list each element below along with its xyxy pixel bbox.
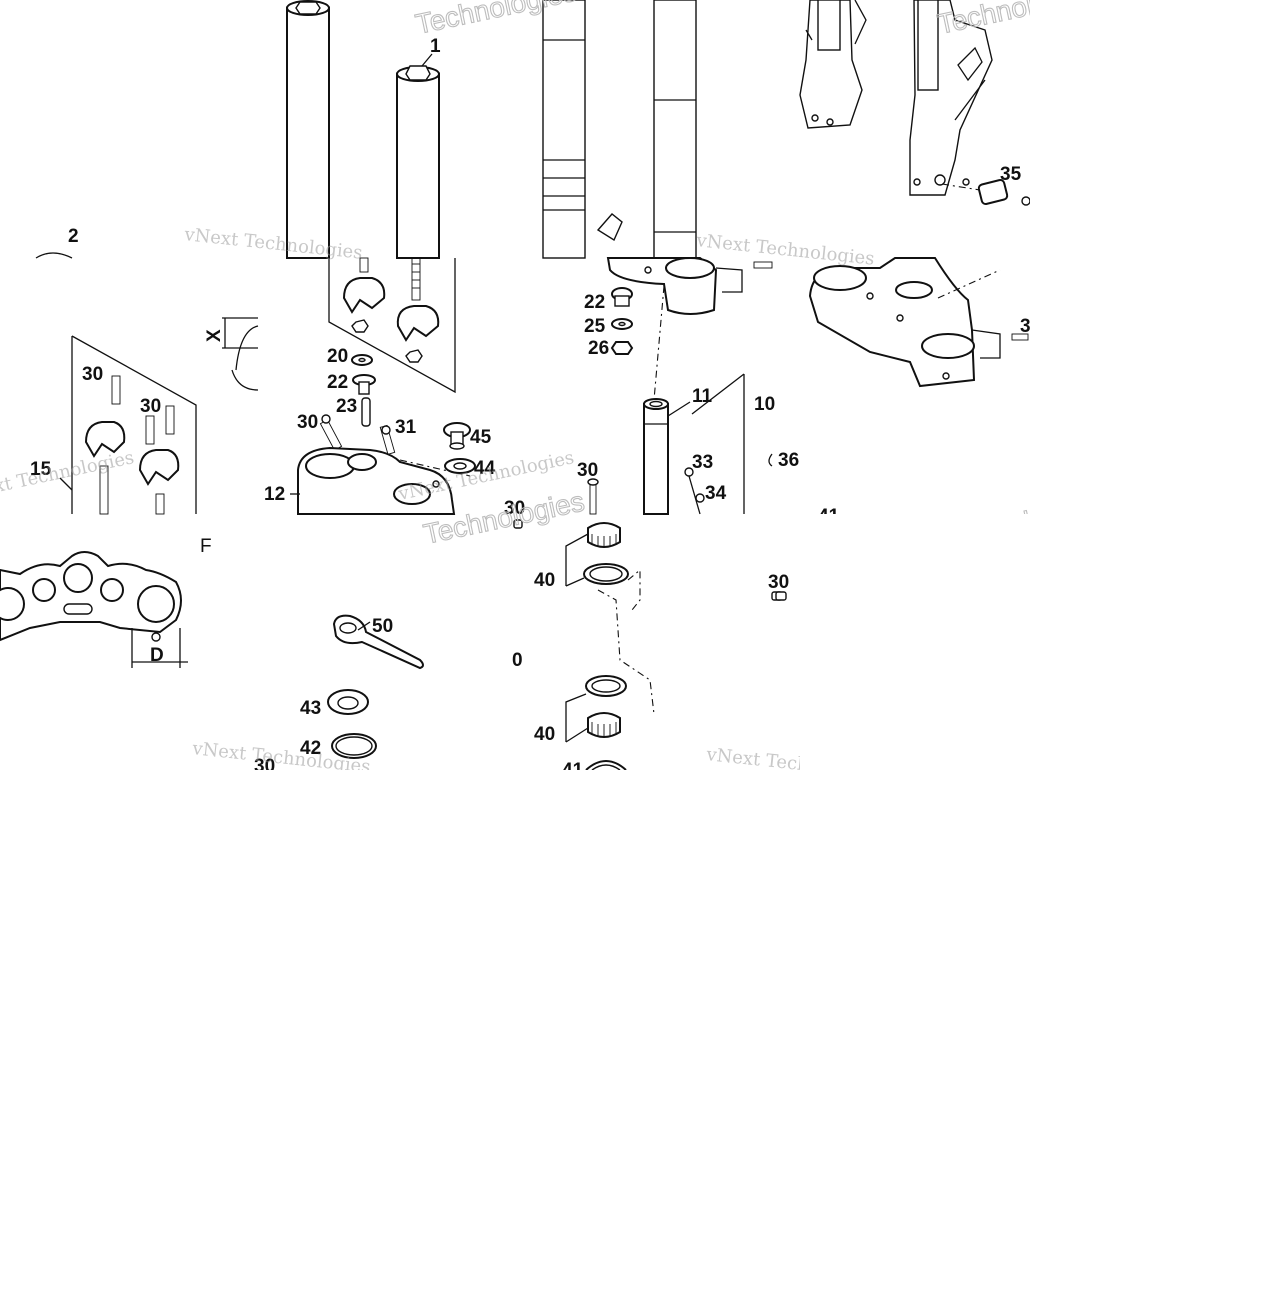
callout-23: 23 — [336, 396, 357, 417]
bolt-33-34 — [684, 467, 705, 515]
fork-leg-outer-left — [542, 0, 586, 259]
washer-stack-20-23 — [351, 354, 376, 427]
callout-1: 1 — [430, 36, 441, 57]
bearing-40-upper — [565, 522, 629, 587]
callout-34: 34 — [705, 483, 727, 504]
callout-22-a: 22 — [327, 372, 348, 393]
callout-50: 50 — [372, 616, 393, 637]
callout-11: 11 — [692, 386, 713, 407]
watermark-script-3: vNext Technologies — [0, 447, 136, 505]
seal-41-lower — [585, 760, 627, 771]
ring-43 — [327, 689, 369, 715]
callout-42: 42 — [300, 738, 321, 759]
callout-30-d: 30 — [577, 460, 598, 481]
steerer-outline-dashed — [597, 568, 655, 715]
cap-45 — [443, 422, 471, 450]
callout-40-upper: 40 — [534, 570, 555, 591]
fragment-0: 0 — [512, 650, 523, 671]
fork-tube-left — [286, 0, 330, 259]
screw-fragment — [513, 519, 523, 529]
dimension-d — [131, 628, 188, 668]
leader-15 — [59, 477, 73, 491]
handlebar-clamp-pair-left — [84, 375, 180, 515]
callout-3: 3 — [1020, 316, 1031, 337]
steerer-tube-11 — [643, 373, 745, 515]
watermark-script-1: vNext Technologies — [182, 224, 363, 264]
fork-leg-outer-right — [653, 0, 697, 259]
callout-15: 15 — [30, 459, 52, 480]
handlebar-clamp-pair-upper — [342, 257, 440, 363]
callout-12: 12 — [264, 484, 285, 505]
hardware-22-25-26 — [610, 287, 634, 355]
bolt-30-crown — [319, 414, 343, 451]
callout-40-lower: 40 — [534, 724, 555, 745]
screw-30-bottom-right — [771, 591, 787, 601]
fork-tube-right — [396, 53, 440, 259]
callout-25: 25 — [584, 316, 606, 337]
callout-45: 45 — [470, 427, 492, 448]
fork-bottom-right — [909, 0, 993, 196]
callout-43: 43 — [300, 698, 321, 719]
watermark-script-2: vNext Technologies — [694, 230, 875, 270]
callout-36: 36 — [778, 450, 799, 471]
dimension-d-label: D — [150, 645, 164, 666]
callout-20: 20 — [327, 346, 348, 367]
clamp-box-left — [71, 335, 197, 514]
dimension-x — [222, 317, 259, 391]
bushing-35 — [941, 179, 1031, 206]
bolt-30-steerer — [587, 478, 599, 515]
bearing-40-lower — [565, 675, 627, 743]
fork-bracket — [596, 213, 623, 242]
callout-44: 44 — [474, 458, 496, 479]
callout-31: 31 — [395, 417, 417, 438]
callout-30-a: 30 — [82, 364, 103, 385]
callout-30-f-fragment: 30 — [504, 498, 525, 519]
spanner-tool-50 — [332, 614, 424, 670]
ring-42 — [331, 733, 377, 759]
washer-44 — [444, 458, 476, 474]
lower-crown-right — [808, 257, 1029, 388]
lower-crown-center — [606, 257, 773, 315]
callout-30-c: 30 — [297, 412, 318, 433]
callout-35: 35 — [1000, 164, 1022, 185]
part-36-fragment — [768, 453, 773, 467]
callout-26: 26 — [588, 338, 609, 359]
dimension-x-label: X — [204, 329, 225, 342]
callout-30-b: 30 — [140, 396, 161, 417]
clamp-box-upper — [328, 258, 456, 394]
upper-crown-12 — [297, 446, 471, 515]
fragment-f: F — [200, 536, 212, 557]
callout-30-e: 30 — [768, 572, 789, 593]
axis-line-steerer — [653, 285, 665, 401]
callout-22-b: 22 — [584, 292, 605, 313]
callout-33: 33 — [692, 452, 713, 473]
part-2-outline — [35, 252, 73, 259]
callout-10: 10 — [754, 394, 775, 415]
bolt-31 — [379, 424, 396, 455]
fork-bottom-left — [799, 0, 867, 129]
triple-clamp-lower-left — [0, 551, 182, 642]
callout-2: 2 — [68, 226, 79, 247]
